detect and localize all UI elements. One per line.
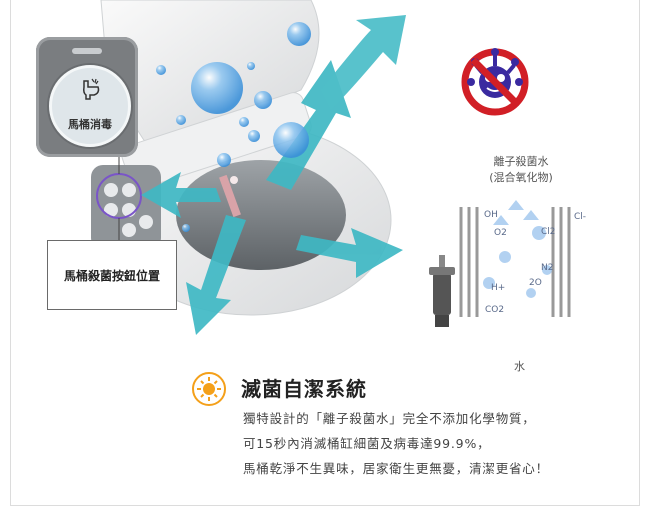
ion-label: O2 [494,228,507,238]
ion-label: Cl2 [541,227,556,237]
electrode-diagram [429,200,571,327]
disinfect-button: 馬桶消毒 [49,65,131,147]
water-title-line1: 離子殺菌水 [493,155,549,168]
sun-icon [192,372,226,406]
button-location-callout: 馬桶殺菌按鈕位置 [47,240,177,310]
water-title-line2: (混合氧化物) [489,171,553,184]
feature-title: 滅菌自潔系統 [241,377,367,401]
product-feature-panel: 馬桶消毒 馬桶殺菌按鈕位置 離子殺菌水 (混合氧化物) [10,0,640,506]
panel-label: 馬桶消毒 [68,118,112,131]
panel-slot [72,48,102,54]
disinfect-panel-closeup: 馬桶消毒 [36,37,138,157]
toilet-illustration [91,0,406,335]
water-diagram-title: 離子殺菌水 (混合氧化物) [471,154,571,186]
feature-line: 馬桶乾淨不生異味，居家衛生更無憂，清潔更省心！ [243,461,549,476]
water-label: 水 [514,360,525,373]
ion-label: H+ [491,283,506,293]
ion-label: CO2 [485,305,505,315]
no-virus-icon [461,48,529,116]
feature-line: 可15秒內消滅桶缸細菌及病毒達99.9%， [243,436,491,451]
ion-label: N2 [541,263,554,273]
callout-label: 馬桶殺菌按鈕位置 [63,268,160,283]
ion-label: Cl- [574,212,587,222]
ion-label: OH [484,210,498,220]
toilet-spray-icon [83,78,100,100]
feature-line: 獨特設計的「離子殺菌水」完全不添加化學物質， [243,411,536,426]
ion-label: 2O [529,278,542,288]
